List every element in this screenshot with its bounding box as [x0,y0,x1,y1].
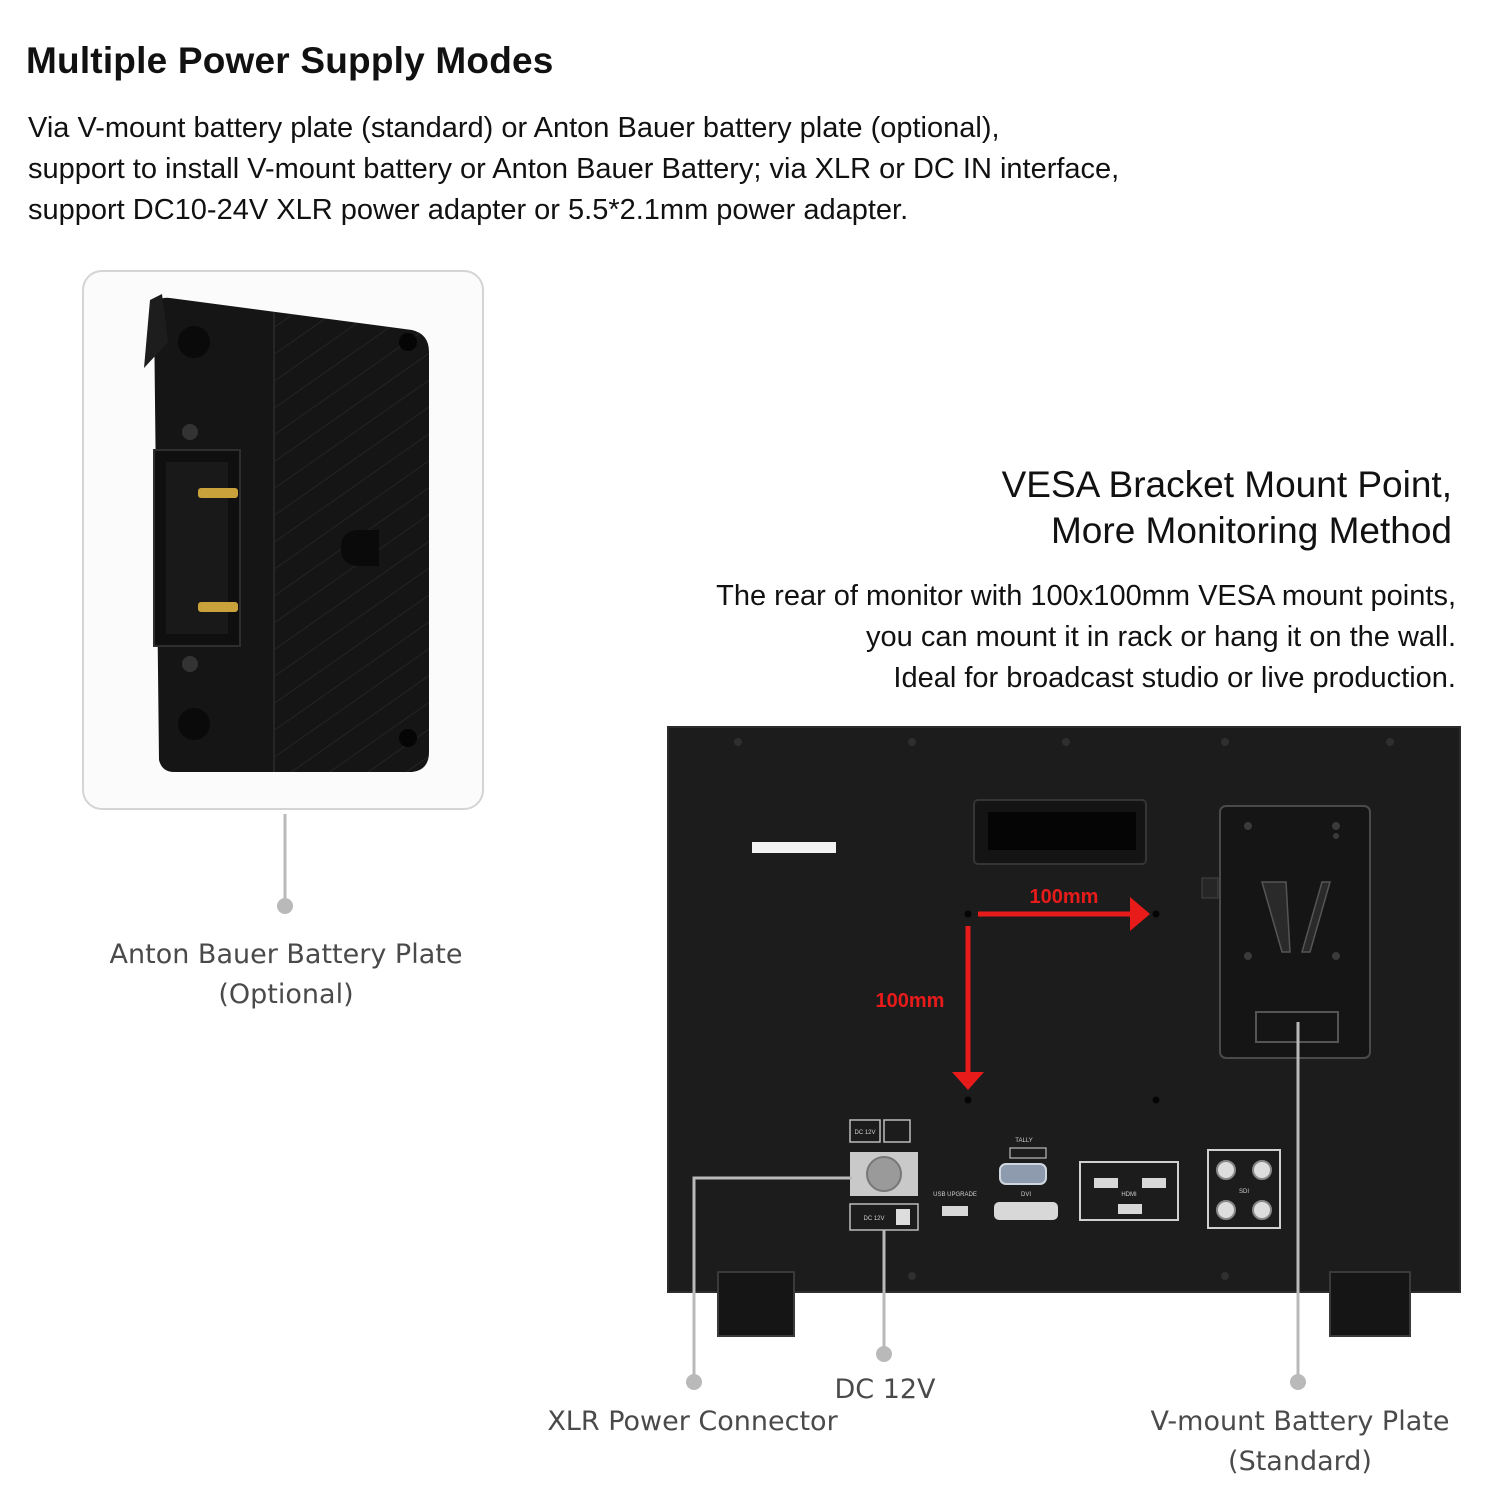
vmount-callout-dot [1290,1374,1306,1390]
anton-bauer-callout-label: Anton Bauer Battery Plate (Optional) [86,935,486,1015]
anton-bauer-label-line: Anton Bauer Battery Plate [109,939,463,970]
vesa-horizontal-arrow [978,897,1150,931]
intro-line: Via V-mount battery plate (standard) or … [28,112,1000,144]
panel-dc-label: DC 12V [854,1130,875,1136]
vmount-label-line: V-mount Battery Plate [1150,1406,1450,1437]
xlr-callout-dot [686,1374,702,1390]
vesa-desc-line: you can mount it in rack or hang it on t… [866,621,1456,653]
anton-bauer-label-line: (Optional) [218,979,354,1010]
vesa-desc-line: The rear of monitor with 100x100mm VESA … [716,580,1456,612]
xlr-callout-label: XLR Power Connector [547,1406,838,1437]
anton-bauer-plate-card [82,270,484,810]
vmount-plate [1219,805,1371,1059]
panel-sdi-label: SDI [1239,1189,1249,1195]
intro-line: support DC10-24V XLR power adapter or 5.… [28,194,909,226]
vesa-heading-line: VESA Bracket Mount Point, [1001,464,1452,505]
vmount-callout-label: V-mount Battery Plate (Standard) [1120,1402,1480,1482]
monitor-rear-panel [668,727,1460,1292]
vesa-vertical-label: 100mm [876,990,945,1012]
panel-dc-small-label: DC 12V [863,1216,884,1222]
dc-callout-label: DC 12V [834,1374,936,1405]
vesa-heading-line: More Monitoring Method [1050,510,1452,551]
anton-bauer-plate-illustration [144,294,429,772]
vmount-label-line: (Standard) [1228,1446,1372,1477]
vesa-vertical-arrow [952,926,984,1090]
intro-line: support to install V-mount battery or An… [28,153,1120,185]
panel-tally-label: TALLY [1015,1138,1032,1144]
anton-bauer-callout-dot [277,898,293,914]
panel-hdmi-label: HDMI [1121,1192,1137,1198]
panel-dvi-label: DVI [1021,1192,1031,1198]
vesa-description: The rear of monitor with 100x100mm VESA … [716,576,1456,699]
page-title: Multiple Power Supply Modes [26,40,554,81]
dc-callout-dot [876,1346,892,1362]
intro-paragraph: Via V-mount battery plate (standard) or … [28,108,1119,231]
panel-usb-label: USB UPGRADE [933,1192,977,1198]
vesa-heading: VESA Bracket Mount Point, More Monitorin… [1002,462,1452,554]
vesa-desc-line: Ideal for broadcast studio or live produ… [893,662,1456,694]
vesa-horizontal-label: 100mm [1030,886,1099,908]
